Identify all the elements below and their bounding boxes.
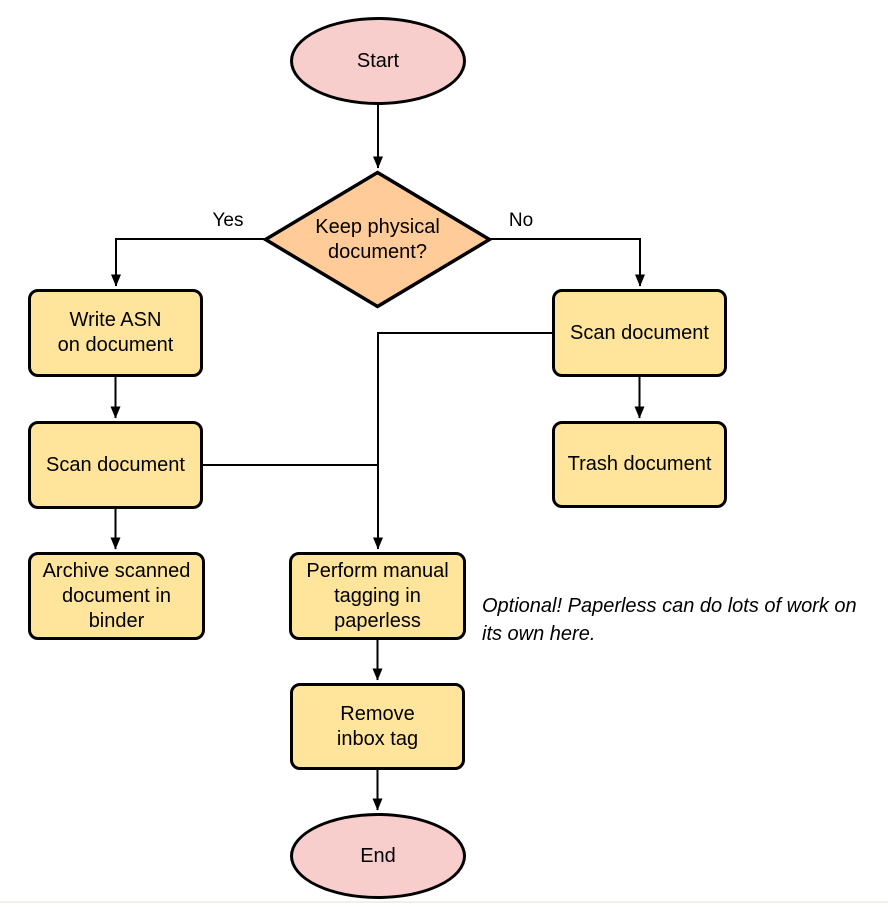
edge-label-yes: Yes: [212, 210, 244, 231]
node-start: Start: [290, 17, 466, 105]
node-remove-inbox-tag: Remove inbox tag: [290, 683, 465, 770]
node-remove-inbox-tag-label: Remove inbox tag: [336, 702, 419, 750]
edge-scan-right-tagging: [373, 332, 552, 550]
node-decision-label: Keep physical document?: [315, 215, 440, 263]
node-end: End: [290, 813, 466, 899]
decision-diamond-shape: [263, 170, 492, 309]
node-manual-tagging: Perform manual tagging in paperless: [289, 552, 466, 640]
node-archive-binder-label: Archive scanned document in binder: [42, 559, 191, 632]
node-archive-binder: Archive scanned document in binder: [28, 552, 205, 640]
node-write-asn-label: Write ASN on document: [57, 309, 174, 356]
edge-decision-write-asn: [111, 238, 265, 287]
node-trash-document-label: Trash document: [567, 453, 712, 475]
bottom-separator-line: [0, 901, 888, 903]
node-write-asn: Write ASN on document: [28, 289, 203, 377]
node-start-label: Start: [356, 49, 400, 72]
node-scan-document-left: Scan document: [28, 421, 203, 509]
node-scan-document-right: Scan document: [552, 289, 727, 377]
node-decision: Keep physical document?: [263, 170, 492, 309]
node-scan-document-left-label: Scan document: [46, 453, 185, 476]
edge-decision-scan-right: [490, 238, 645, 287]
optional-note-text: Optional! Paperless can do lots of work …: [482, 595, 857, 645]
node-end-label: End: [360, 844, 396, 867]
node-manual-tagging-label: Perform manual tagging in paperless: [306, 559, 449, 632]
node-trash-document: Trash document: [552, 421, 727, 508]
node-scan-document-right-label: Scan document: [570, 321, 709, 344]
edge-label-no: No: [508, 210, 534, 231]
